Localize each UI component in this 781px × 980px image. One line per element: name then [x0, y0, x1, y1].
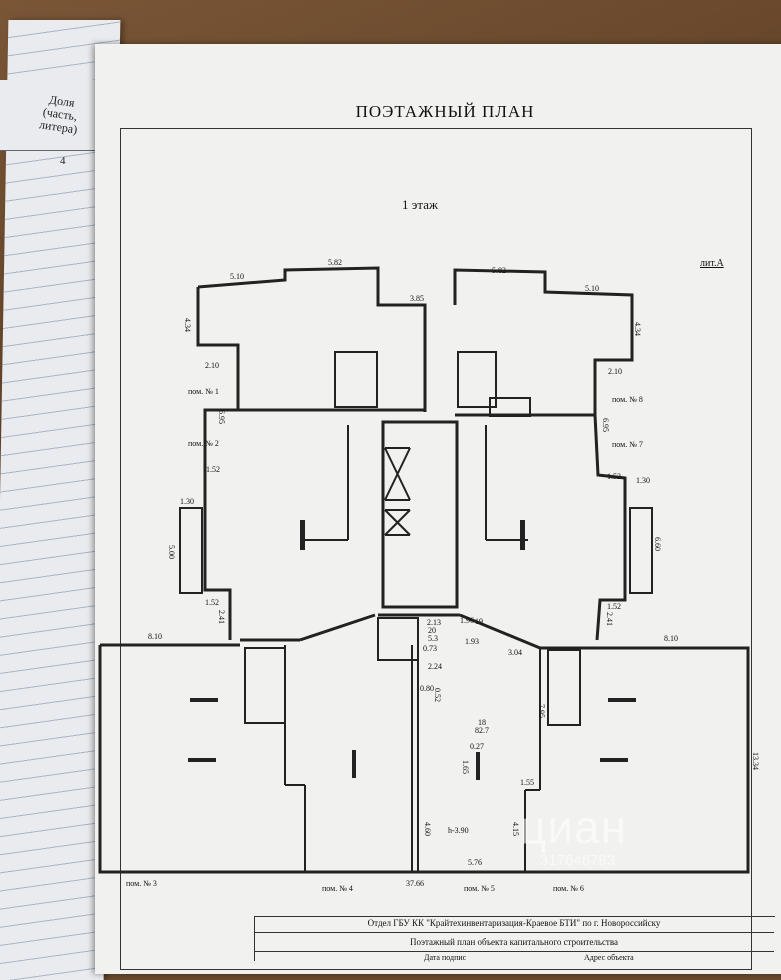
- dim-label: 1.30: [636, 476, 650, 485]
- title-block-address-col: Адрес объекта: [584, 953, 634, 962]
- wall-bottom-block: [98, 645, 750, 874]
- dim-label: 18: [478, 718, 486, 727]
- title-block-org: Отдел ГБУ КК "Крайтехинвентаризация-Крае…: [367, 918, 661, 928]
- dim-label: h-3.90: [448, 826, 469, 835]
- dim-label: 1.96: [460, 616, 474, 625]
- dim-label: 19: [475, 617, 483, 626]
- dim-label: 1.55: [520, 778, 534, 787]
- dim-label: 4.34: [183, 318, 192, 332]
- dim-label: 5.76: [468, 858, 482, 867]
- dim-label: 4.60: [423, 822, 432, 836]
- dim-label: 6.60: [653, 537, 662, 551]
- dim-label: 6.95: [217, 410, 226, 424]
- room-label-7: пом. № 7: [612, 440, 643, 449]
- litera-label: лит.А: [700, 258, 724, 269]
- document-title: ПОЭТАЖНЫЙ ПЛАН: [355, 102, 535, 121]
- lift-core: [381, 420, 459, 609]
- dim-label: 5.10: [230, 272, 244, 281]
- dim-label: 0.73: [423, 644, 437, 653]
- dim-label: 2.13: [427, 618, 441, 627]
- floor-plan-sheet: [95, 44, 781, 974]
- dim-label: 2.10: [205, 361, 219, 370]
- dim-label: 0.80: [420, 684, 434, 693]
- dim-label: 4.15: [511, 822, 520, 836]
- title-block-doc: Поэтажный план объекта капитального стро…: [410, 937, 618, 947]
- dim-label: 1.30: [180, 497, 194, 506]
- dim-label: 1.52: [205, 598, 219, 607]
- floor-label: 1 этаж: [402, 197, 438, 212]
- dim-label: 1.52: [607, 602, 621, 611]
- title-block-divider: [254, 932, 774, 933]
- dim-label: 2.41: [217, 610, 226, 624]
- dim-label: 7.95: [537, 704, 546, 718]
- dim-label: 13.34: [751, 752, 760, 770]
- dim-label: 2.10: [608, 367, 622, 376]
- dim-label: 1.93: [465, 637, 479, 646]
- watermark-id: 317646783: [540, 852, 616, 869]
- dim-label: 5.3: [428, 634, 438, 643]
- wall-upper-left: [197, 266, 427, 412]
- wall-upper-right: [453, 268, 634, 641]
- title-block-date-col: Дата подпис: [424, 953, 467, 962]
- floor-plan-drawing: [98, 266, 750, 874]
- dim-label: 4.34: [633, 322, 642, 336]
- dim-label: 2.24: [428, 662, 442, 671]
- share-column-number: 4: [60, 155, 66, 167]
- dim-label: 6.95: [601, 418, 610, 432]
- room-label-1: пом. № 1: [188, 387, 219, 396]
- dim-label: 3.04: [508, 648, 522, 657]
- room-label-6: пом. № 6: [553, 884, 584, 893]
- dim-label: 82.7: [475, 726, 489, 735]
- dim-label: 20: [428, 626, 436, 635]
- room-label-3: пом. № 3: [126, 879, 157, 888]
- room-label-5: пом. № 5: [464, 884, 495, 893]
- dim-label: 3.85: [410, 294, 424, 303]
- title-block-divider: [254, 951, 774, 952]
- dim-label: 5.00: [167, 545, 176, 559]
- dim-label: 37.66: [406, 879, 424, 888]
- dim-label: 8.10: [664, 634, 678, 643]
- dim-label: 1.52: [607, 472, 621, 481]
- watermark-logo: циан: [520, 801, 628, 853]
- title-block: [254, 916, 775, 961]
- dim-label: 5.82: [492, 266, 506, 275]
- wall-left-outer: [196, 287, 240, 640]
- dim-label: 5.82: [328, 258, 342, 267]
- notebook-header: [0, 80, 110, 151]
- dim-label: 1.52: [206, 465, 220, 474]
- dim-label: 5.10: [585, 284, 599, 293]
- dim-label: 1.65: [461, 760, 470, 774]
- dim-label: 2.41: [605, 612, 614, 626]
- dim-label: 8.10: [148, 632, 162, 641]
- room-label-4: пом. № 4: [322, 884, 353, 893]
- room-label-2: пом. № 2: [188, 439, 219, 448]
- dim-label: 0.27: [470, 742, 484, 751]
- room-label-8: пом. № 8: [612, 395, 643, 404]
- dim-label: 0.52: [433, 688, 442, 702]
